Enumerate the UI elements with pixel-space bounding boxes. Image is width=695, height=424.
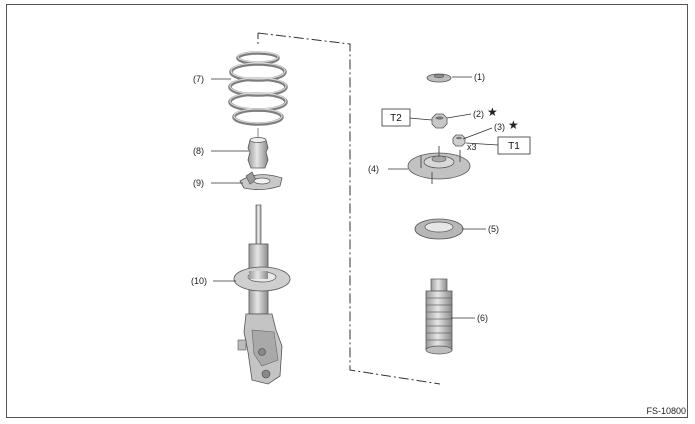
strut-mount-cap	[426, 73, 452, 83]
dust-boot	[425, 278, 453, 355]
callout-8: (8)	[193, 146, 204, 156]
leader-lines	[211, 76, 499, 319]
callout-10: (10)	[191, 276, 207, 286]
callout-9: (9)	[193, 178, 204, 188]
callout-5: (5)	[488, 224, 499, 234]
callout-3: (3)	[494, 122, 505, 132]
spring-seat	[239, 171, 283, 190]
callout-1: (1)	[474, 72, 485, 82]
torque-box-t2: T2	[381, 108, 411, 127]
torque-box-t1: T1	[497, 136, 531, 155]
torque-label-t1: T1	[508, 141, 520, 152]
callout-7: (7)	[193, 74, 204, 84]
callout-2: (2)	[473, 109, 484, 119]
quantity-note: x3	[467, 142, 477, 152]
callout-4: (4)	[368, 164, 379, 174]
figure-code: FS-10800	[646, 406, 686, 416]
flange-nut	[452, 134, 466, 147]
strut-mount	[407, 146, 471, 184]
strut-assembly	[233, 204, 291, 385]
self-locking-nut	[431, 113, 448, 129]
upper-spring-seat	[414, 218, 464, 240]
callout-6: (6)	[477, 313, 488, 323]
assembly-guide-line	[257, 32, 441, 385]
bump-stopper	[247, 128, 269, 169]
coil-spring	[228, 51, 288, 126]
star-marker-2: ★	[487, 105, 498, 119]
torque-label-t2: T2	[390, 113, 402, 124]
star-marker-3: ★	[508, 118, 519, 132]
diagram-frame	[6, 4, 688, 418]
